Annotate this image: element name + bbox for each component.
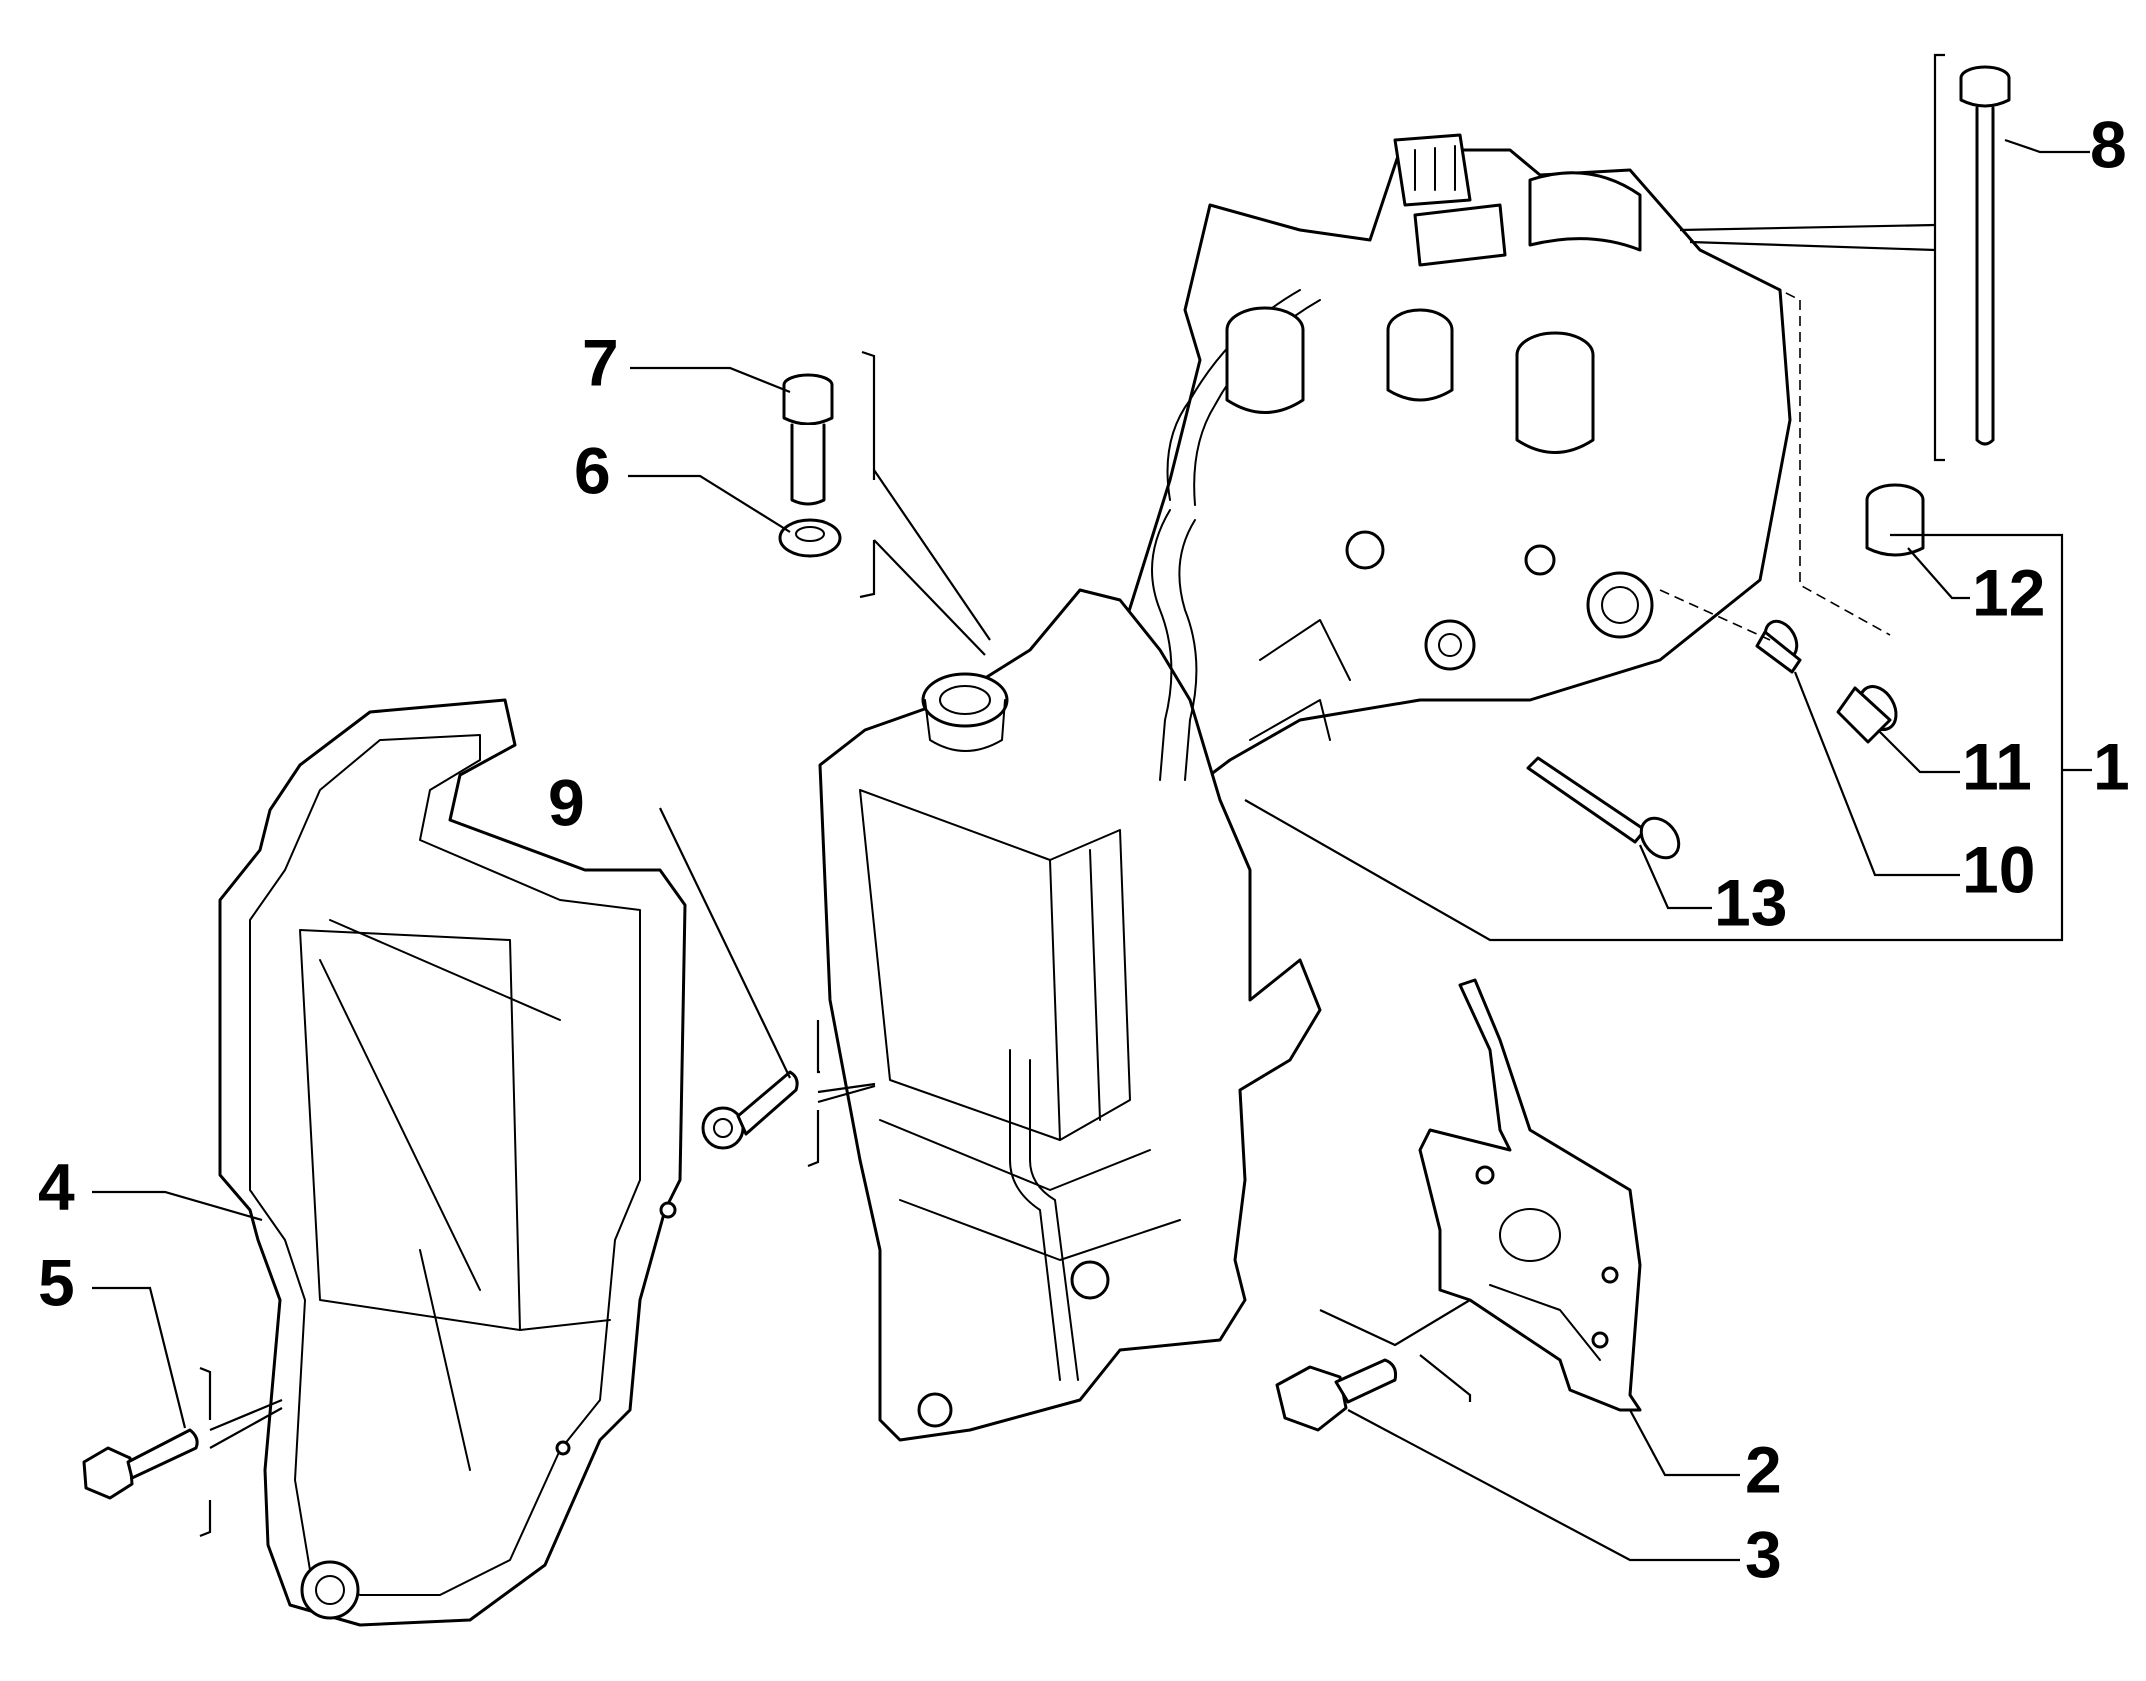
- callout-1: 1: [2093, 729, 2130, 803]
- callout-9: 9: [548, 765, 585, 839]
- callout-5: 5: [38, 1245, 75, 1319]
- leader-lines: [92, 53, 2092, 1562]
- callout-10: 10: [1962, 832, 2035, 906]
- callout-13: 13: [1714, 865, 1787, 939]
- callout-7: 7: [582, 325, 619, 399]
- callout-8: 8: [2090, 107, 2127, 181]
- part-3-hex-bolt: [1275, 1358, 1397, 1432]
- callout-12: 12: [1972, 555, 2045, 629]
- part-1-hydraulic-unit: [818, 133, 1792, 1442]
- part-5-hex-bolt: [82, 1428, 199, 1500]
- callout-11: 11: [1962, 729, 2032, 803]
- part-7-socket-bolt: [782, 373, 834, 506]
- part-12-sleeve: [1865, 483, 1925, 557]
- part-4-shield-cover: [218, 698, 687, 1627]
- part-8-long-bolt: [1959, 65, 2011, 446]
- callout-labels: 1 2 3 4 5 6 7 8 9 10 11 12 13: [38, 107, 2130, 1591]
- part-2-bracket: [1418, 978, 1642, 1412]
- part-11-nut: [1836, 685, 1898, 744]
- callout-2: 2: [1745, 1432, 1782, 1506]
- part-10-screw: [1755, 619, 1802, 674]
- callout-4: 4: [38, 1149, 75, 1223]
- alignment-dashed-lines: [1659, 249, 1891, 641]
- callout-6: 6: [574, 433, 611, 507]
- part-6-washer: [778, 518, 842, 558]
- part-9-bolt: [701, 1070, 799, 1150]
- part-13-stud: [1526, 756, 1681, 860]
- callout-3: 3: [1745, 1517, 1782, 1591]
